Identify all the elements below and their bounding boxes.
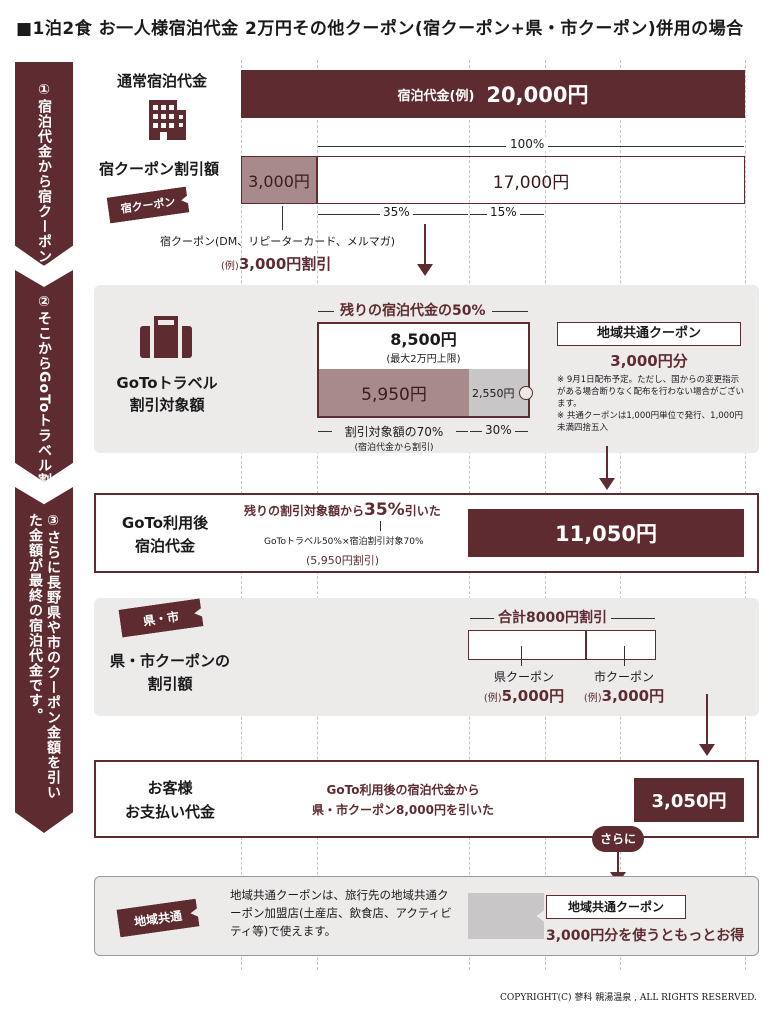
arrow-down-2 — [599, 446, 615, 490]
remaining-price-value: 17,000円 — [492, 172, 570, 193]
regional-coupon-label: 地域共通クーポン — [546, 895, 686, 919]
formula-arrow-icon — [380, 521, 381, 531]
inn-coupon-bar: 3,000円 — [241, 156, 317, 204]
discount-sub: (5,950円割引) — [306, 554, 380, 567]
pct-70-label: 割引対象額の70% (宿泊代金から割引) — [332, 423, 456, 453]
base-price-value: 20,000円 — [486, 83, 589, 107]
regional-ticket-graphic — [468, 893, 544, 939]
suitcase-icon — [138, 316, 194, 364]
regional-note-1: ※ 9月1日配布予定。ただし、国からの変更指示がある場合断りなく配布を行わない場… — [557, 375, 745, 409]
total-discount-label: 合計8000円割引 — [494, 607, 611, 627]
arrow-down-4 — [610, 852, 626, 884]
regional-panel — [94, 876, 759, 956]
step-3-banner: ③さらに長野県や市のクーポン金額を引いた金額が最終の宿泊代金です。 — [15, 487, 73, 833]
pref-coupon-info: 県クーポン (例)5,000円 — [483, 670, 565, 705]
pct-35-label: 35% — [380, 205, 413, 219]
regional-desc: 地域共通クーポンは、旅行先の地域共通クーポン加盟店(土産店、飲食店、アクティビテ… — [230, 888, 452, 938]
arrow-down-1 — [417, 224, 433, 276]
inn-coupon-ticket: 宿クーポン — [107, 187, 190, 224]
inn-coupon-note: 宿クーポン(DM、リピーターカード、メルマガ) — [160, 235, 396, 248]
remaining-price-bar: 17,000円 — [317, 156, 745, 204]
after-goto-value: 11,050円 — [468, 509, 744, 557]
inn-coupon-value: 3,000円 — [248, 172, 310, 191]
base-price-bar: 宿泊代金(例) 20,000円 — [241, 70, 745, 118]
city-coupon-info: 市クーポン (例)3,000円 — [583, 670, 665, 705]
pct-30-label: 30% — [482, 423, 515, 437]
hotel-building-icon — [146, 96, 188, 144]
pref-city-label: 県・市クーポンの割引額 — [109, 652, 230, 693]
regional-coupon-value: 3,000円分 — [610, 352, 688, 370]
goto-discount-cell: 5,950円 — [319, 369, 469, 416]
formula-text: GoToトラベル50%×宿泊割引対象70% — [264, 537, 424, 547]
regional-coupon-tag: 地域共通クーポン — [557, 322, 741, 346]
more-badge: さらに — [592, 826, 644, 852]
goto-remaining-cell: 2,550円 — [469, 369, 528, 416]
goto-label: GoToトラベル割引対象額 — [116, 374, 218, 414]
pref-coupon-cell — [468, 630, 586, 660]
goto-top-cell: 8,500円 (最大2万円上限) — [386, 330, 461, 365]
coupon-discount-label: 宿クーポン割引額 — [99, 160, 220, 178]
remaining-50-label: 残りの宿泊代金の50% — [334, 300, 492, 320]
normal-price-label: 通常宿泊代金 — [117, 72, 208, 90]
page-title: ■1泊2食 お一人様宿泊代金 2万円その他クーポン(宿クーポン+県・市クーポン)… — [16, 19, 744, 39]
after-goto-label: GoTo利用後宿泊代金 — [121, 514, 209, 555]
regional-note-2: ※ 共通クーポンは1,000円単位で発行、1,000円未満四捨五入 — [557, 411, 743, 433]
base-price-label: 宿泊代金(例) — [397, 88, 475, 104]
regional-coupon-offer: 3,000円分を使うともっとお得 — [546, 928, 745, 944]
arrow-down-3 — [699, 694, 715, 756]
payment-value: 3,050円 — [634, 778, 744, 822]
payment-desc: GoTo利用後の宿泊代金から 県・市クーポン8,000円を引いた — [312, 783, 494, 817]
city-coupon-cell — [586, 630, 656, 660]
copyright: COPYRIGHT(C) 蓼科 親湯温泉 , ALL RIGHTS RESERV… — [500, 993, 757, 1003]
inn-coupon-example: (例)3,000円割引 — [221, 255, 332, 273]
payment-label: お客様お支払い代金 — [124, 779, 215, 821]
half-circle-mark — [519, 386, 533, 400]
step-2-banner: ②そこからGoToトラベル割引35%分を引く — [15, 270, 73, 482]
pct-100-label: 100% — [506, 137, 549, 151]
pct-15-label: 15% — [487, 205, 520, 219]
after-goto-desc: 残りの割引対象額から35%引いた — [244, 500, 441, 520]
step-1-banner: ①宿泊代金から宿クーポン額を引く — [15, 62, 73, 266]
